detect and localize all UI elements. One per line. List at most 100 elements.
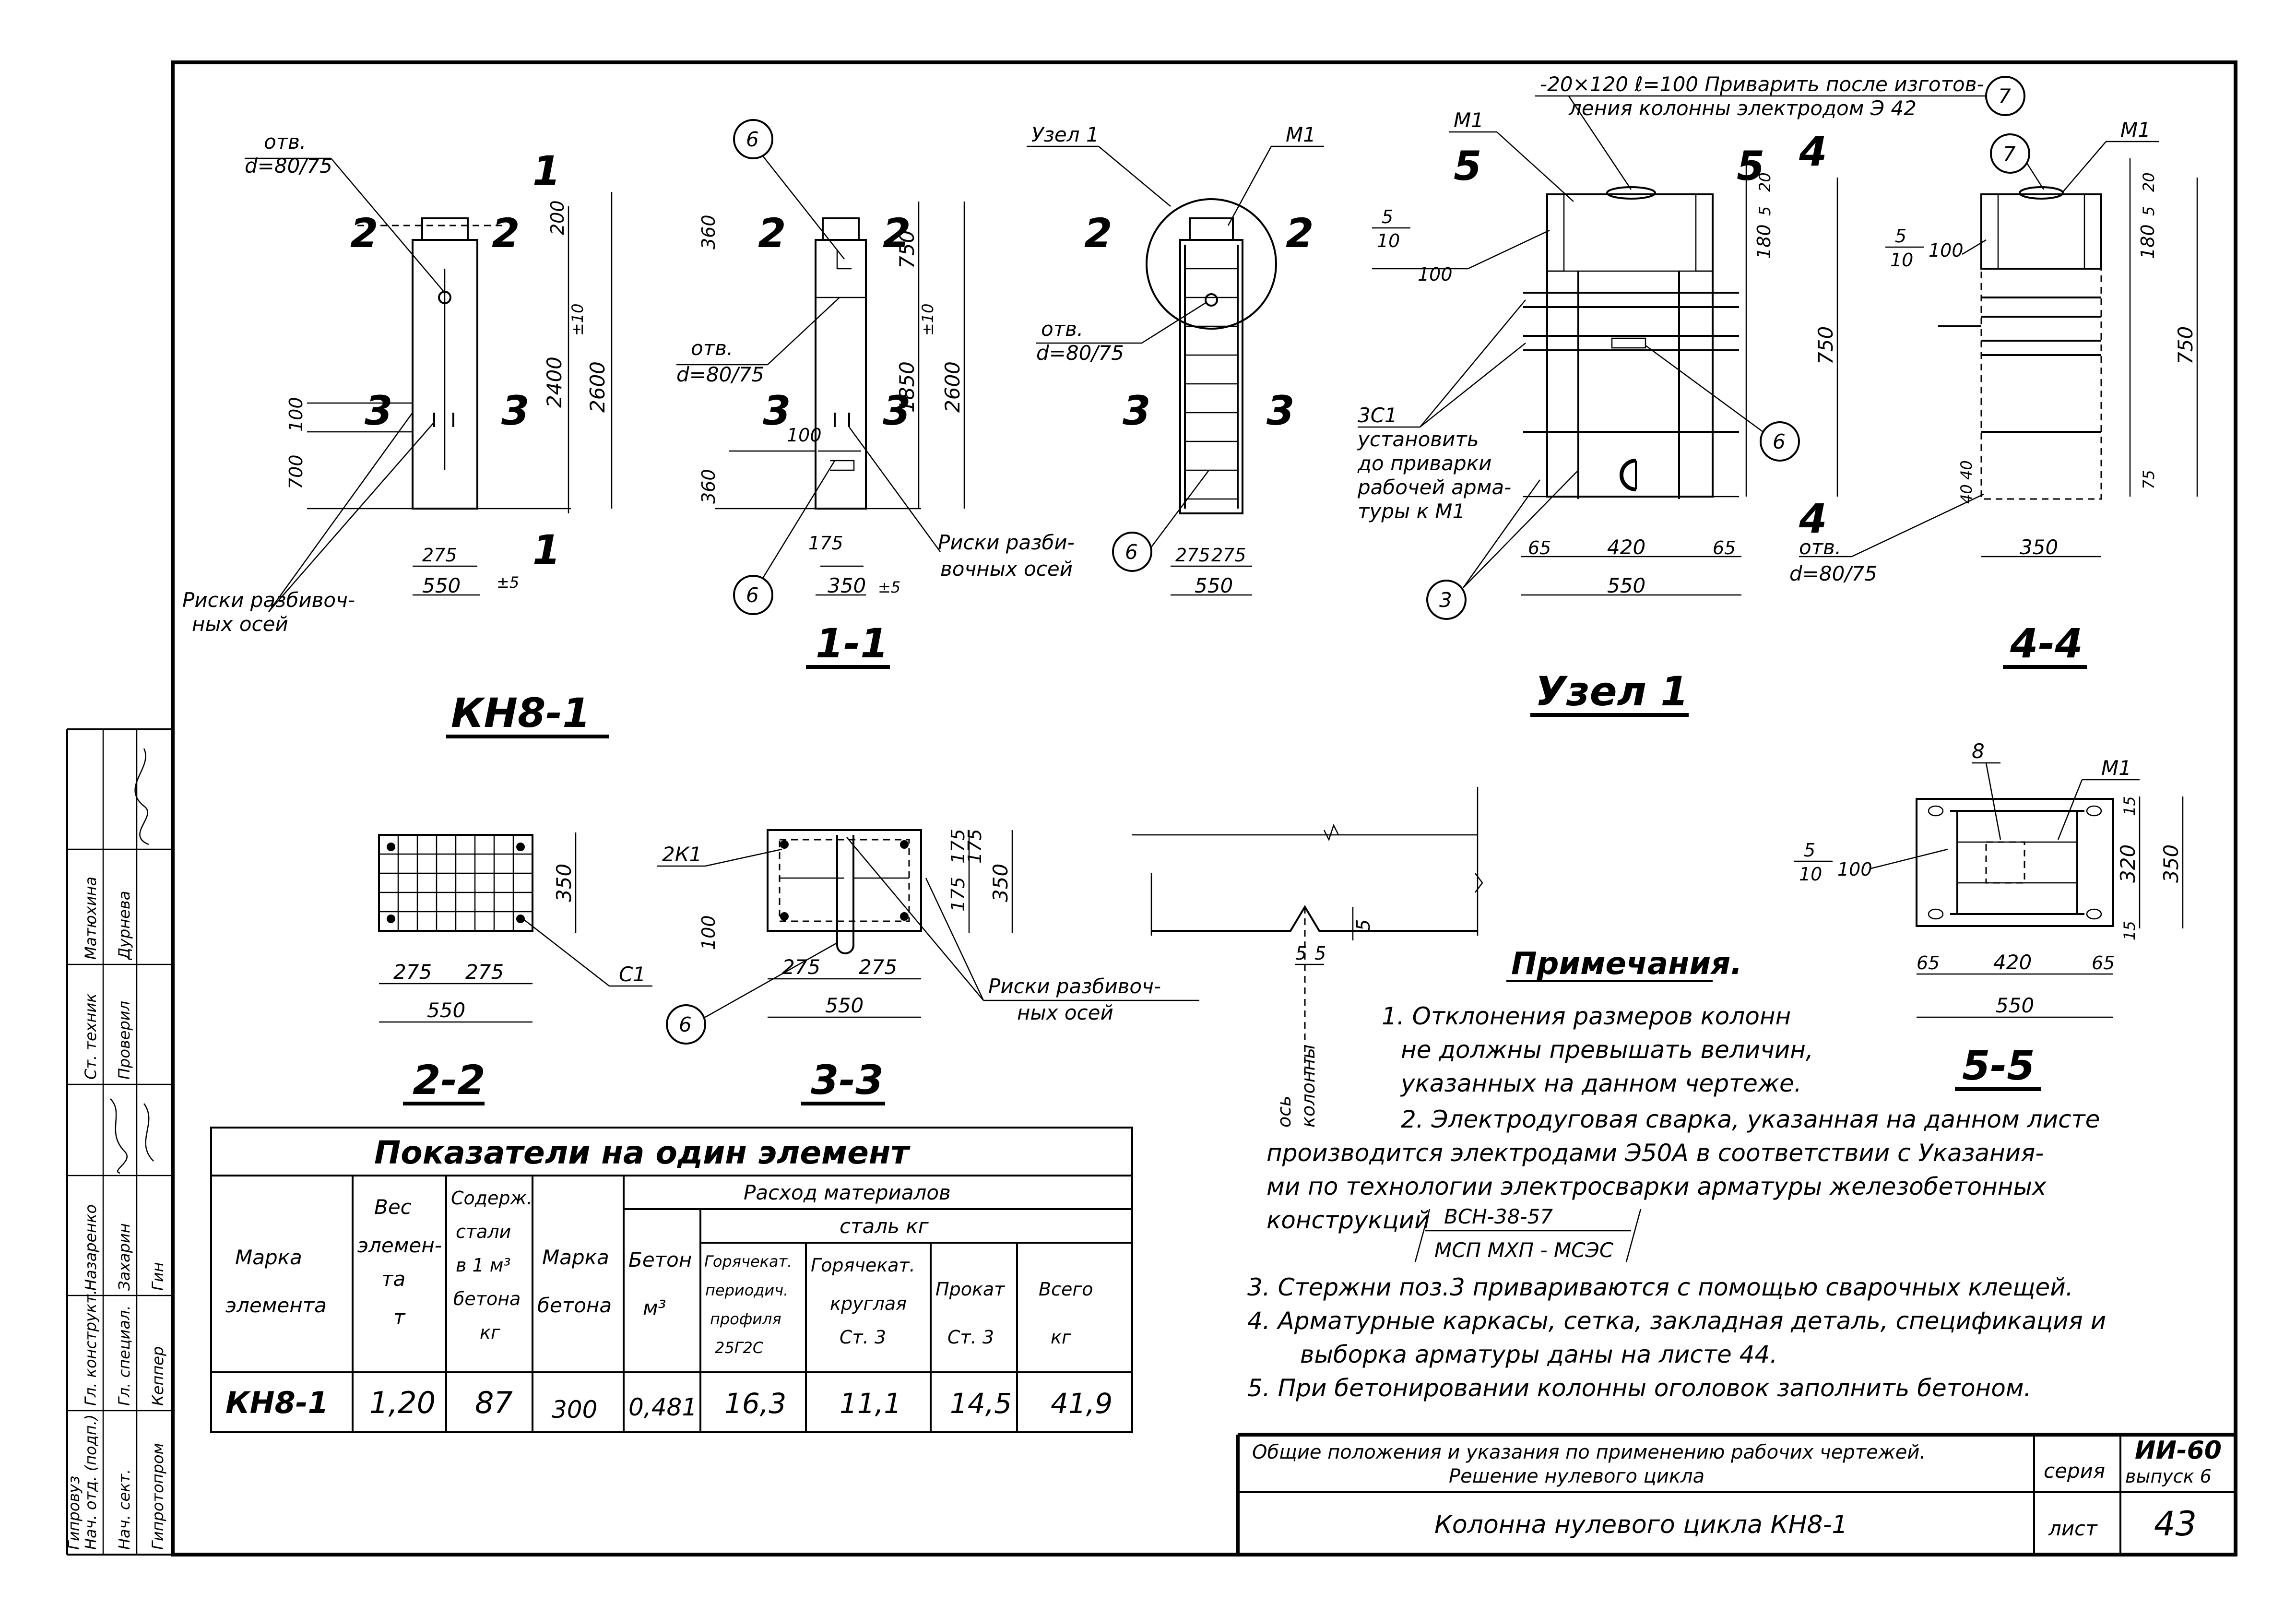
note-line-9: 4. Арматурные каркасы, сетка, закладная …	[1247, 1307, 2106, 1335]
elev-hole-label: отв.	[264, 130, 306, 154]
s33-axes-label-2: ных осей	[1017, 1001, 1113, 1024]
td-rolled: 14,5	[950, 1387, 1012, 1420]
th-mark-2: элемента	[225, 1294, 327, 1317]
s33-dim-175-a: 175	[947, 829, 969, 864]
node1-install-4: туры к М1	[1358, 499, 1465, 523]
node1-callout-3: 3	[1439, 588, 1452, 612]
s33-title: 3-3	[811, 1057, 884, 1104]
node-dim-275-b: 275	[1211, 545, 1246, 566]
node-m1-label: М1	[1286, 123, 1316, 146]
elev-mark-2-left: 2	[350, 210, 378, 257]
th-steel-4: бетона	[453, 1288, 521, 1309]
th-hotper-2: периодич.	[705, 1281, 788, 1299]
s22-dim-350: 350	[552, 864, 576, 902]
tb-sheet-title: Колонна нулевого цикла КН8-1	[1434, 1510, 1847, 1539]
note-line-3: указанных на данном чертеже.	[1400, 1069, 1802, 1097]
stamp-name-5: Матюхина	[82, 877, 100, 960]
s11-dim-2600: 2600	[941, 361, 964, 413]
elev-mark-3-right: 3	[501, 387, 529, 434]
node1-callout-7: 7	[1998, 84, 2011, 108]
th-weight-3: та	[381, 1267, 405, 1291]
indicators-table: Показатели на один элемент Марка элемент…	[210, 1127, 1133, 1433]
node1-dim-420: 420	[1607, 535, 1645, 559]
th-cmark-1: Марка	[542, 1246, 609, 1269]
node1-column-symbol	[1620, 459, 1636, 491]
s11-dim-350: 350	[828, 574, 866, 597]
s33-dim-175-b: 175	[947, 877, 969, 912]
s33-dim-275-b: 275	[859, 955, 897, 979]
s55-weld-len: 100	[1837, 859, 1872, 880]
s33-dim-350: 350	[989, 864, 1012, 902]
s44-dim-5: 5	[2140, 206, 2158, 216]
elev-dim-2600: 2600	[586, 361, 609, 413]
side-stamp: Нач. отд. (подп.) Гл. конструкт. Нач. се…	[65, 729, 173, 1555]
node1-weld-num: 5	[1382, 206, 1393, 227]
axis-dim-5-b: 5	[1314, 943, 1326, 964]
s33-callout-6: 6	[679, 1013, 692, 1036]
s44-dim-20: 20	[2140, 172, 2158, 192]
th-steel-1: Содерж.	[451, 1188, 533, 1209]
node-dim-275-a: 275	[1175, 545, 1210, 566]
s33-dim-100: 100	[698, 915, 719, 950]
th-mark-1: Марка	[235, 1246, 302, 1269]
th-concrete-2: м³	[643, 1296, 666, 1319]
note-line-10: выборка арматуры даны на листе 44.	[1300, 1341, 1777, 1368]
section-1-1-view: 6 6 2 2 3 3 отв. d=80/75 360 750 1850 26…	[676, 119, 1075, 669]
s33-dim-175-c: 175	[964, 829, 985, 864]
td-concrete-mark: 300	[552, 1396, 597, 1424]
node1-dim-550: 550	[1607, 574, 1645, 597]
th-hotround-1: Горячекат.	[811, 1255, 915, 1276]
stamp-name-3: Гин	[149, 1262, 167, 1291]
s55-dim-65-left: 65	[1917, 952, 1940, 974]
td-hot-round: 11,1	[840, 1387, 901, 1420]
table-title: Показатели на один элемент	[374, 1134, 911, 1171]
node-cage-view: Узел 1 М1 2 2 3 3 отв. d=80/75 6 275 275…	[1027, 123, 1324, 597]
s55-dim-350: 350	[2159, 844, 2183, 883]
s44-callout-7: 7	[2003, 142, 2016, 166]
s11-dim-360-bot: 360	[698, 469, 719, 504]
th-steel-group: сталь кг	[840, 1214, 929, 1238]
node1-dim-5: 5	[1756, 206, 1774, 216]
node1-mark-5-right: 5	[1737, 143, 1764, 190]
section-2-2-view: 350 275 275 550 С1 2-2	[378, 832, 652, 1105]
s11-dim-100: 100	[787, 425, 822, 446]
note-line-4: 2. Электродуговая сварка, указанная на д…	[1401, 1105, 2100, 1133]
elev-dim-700: 700	[285, 454, 307, 489]
th-total-2: кг	[1051, 1327, 1072, 1348]
note-ref-top: ВСН-38-57	[1444, 1205, 1553, 1228]
node1-c1-label: 3С1	[1358, 404, 1397, 427]
s55-dim-420: 420	[1993, 951, 2032, 974]
signature-3	[143, 1103, 154, 1162]
node1-dim-65-left: 65	[1528, 537, 1551, 558]
node1-mark-5-left: 5	[1454, 143, 1481, 190]
elev-dim-200: 200	[547, 200, 568, 235]
node1-weld-len: 100	[1418, 264, 1453, 285]
th-steel-3: в 1 м³	[456, 1255, 511, 1276]
th-weight-2: элемен-	[357, 1234, 442, 1257]
s55-weld-num: 5	[1804, 840, 1815, 861]
s22-c1-label: С1	[619, 962, 646, 986]
note-line-8: 3. Стержни поз.3 привариваются с помощью…	[1247, 1273, 2073, 1301]
tb-sheet-label: лист	[2048, 1517, 2098, 1540]
s44-weld-num: 5	[1895, 226, 1906, 247]
stamp-role-6: Проверил	[115, 1001, 133, 1080]
th-total-1: Всего	[1039, 1279, 1093, 1300]
td-weight: 1,20	[369, 1385, 436, 1420]
elevation-view: отв. d=80/75 1 1 2 2 3 3 200 2400 2600 1…	[182, 130, 613, 636]
stamp-role-2: Гл. конструкт.	[82, 1290, 100, 1406]
s11-dim-tol5: ±5	[878, 578, 900, 596]
elev-dim-tol5: ±5	[497, 573, 519, 592]
th-weight-1: Вес	[374, 1195, 412, 1219]
note-line-2: не должны превышать величин,	[1401, 1036, 1813, 1064]
section-4-4-view: 7 М1 5 10 100 20 5 180 750 40 40 75 350 …	[1799, 118, 2198, 669]
th-hotper-4: 25Г2С	[715, 1339, 764, 1357]
notes-heading: Примечания.	[1511, 946, 1742, 982]
tb-description-2: Решение нулевого цикла	[1449, 1465, 1704, 1487]
s11-dim-175: 175	[808, 533, 843, 554]
node-1-detail: -20×120 ℓ=100 Приварить после изготов- л…	[1357, 72, 2025, 717]
stamp-role-3: Нач. сект.	[115, 1469, 133, 1550]
s11-dim-750: 750	[895, 230, 919, 269]
s11-mark-3-right: 3	[883, 387, 911, 434]
node1-dim-750: 750	[1814, 326, 1837, 365]
